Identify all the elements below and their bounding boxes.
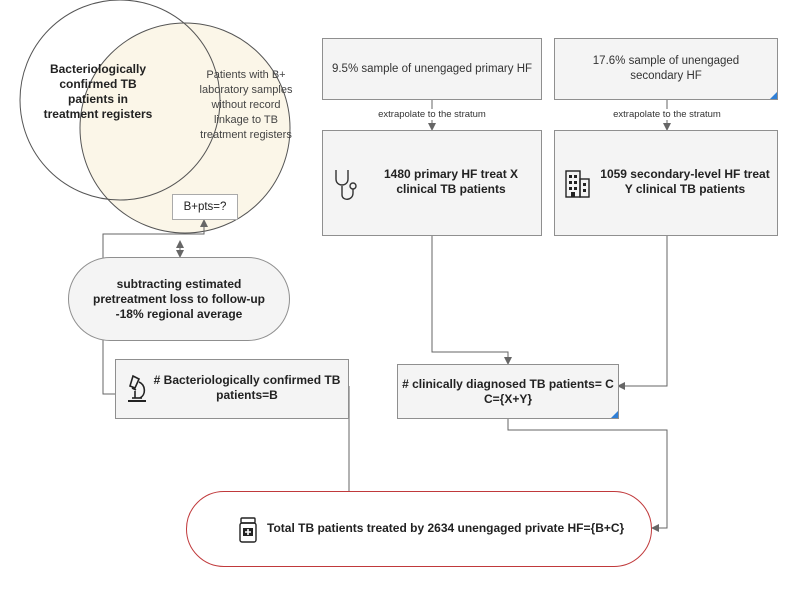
medicine-jar-icon — [239, 517, 257, 543]
total-patients-text: Total TB patients treated by 2634 unenga… — [267, 521, 625, 535]
secondary-sample-box: 17.6% sample of unengaged secondary HF — [554, 38, 778, 100]
microscope-icon — [128, 374, 146, 402]
hospital-icon — [565, 170, 590, 198]
venn-left-text: Bacteriologically confirmed TB patients … — [43, 62, 153, 121]
total-patients-box: Total TB patients treated by 2634 unenga… — [186, 491, 652, 567]
primary-treat-box: 1480 primary HF treat X clinical TB pati… — [322, 130, 542, 236]
subtract-loss-box: subtracting estimated pretreatment loss … — [68, 257, 290, 341]
clinical-line2: C={X+Y} — [483, 391, 533, 406]
secondary-treat-text: 1059 secondary-level HF treat Y clinical… — [600, 167, 770, 196]
clinical-diagnosed-box: # clinically diagnosed TB patients= C C=… — [397, 364, 619, 419]
clinical-line1: # clinically diagnosed TB patients= C — [402, 376, 614, 391]
stethoscope-icon — [335, 170, 357, 200]
secondary-treat-box: 1059 secondary-level HF treat Y clinical… — [554, 130, 778, 236]
arrow-primary-to-clinical — [431, 236, 512, 365]
overlap-label: B+pts=? — [172, 194, 238, 220]
venn-right-text: Patients with B+ laboratory samples with… — [199, 69, 293, 141]
extrapolate-label-primary: extrapolate to the stratum — [362, 109, 502, 120]
bact-confirmed-box: # Bacteriologically confirmed TB patient… — [115, 359, 349, 419]
primary-treat-text: 1480 primary HF treat X clinical TB pati… — [383, 167, 519, 196]
bact-confirmed-text: # Bacteriologically confirmed TB patient… — [153, 373, 341, 402]
extrapolate-label-secondary: extrapolate to the stratum — [597, 109, 737, 120]
arrow-secondary-to-clinical — [617, 236, 668, 390]
primary-sample-box: 9.5% sample of unengaged primary HF — [322, 38, 542, 100]
